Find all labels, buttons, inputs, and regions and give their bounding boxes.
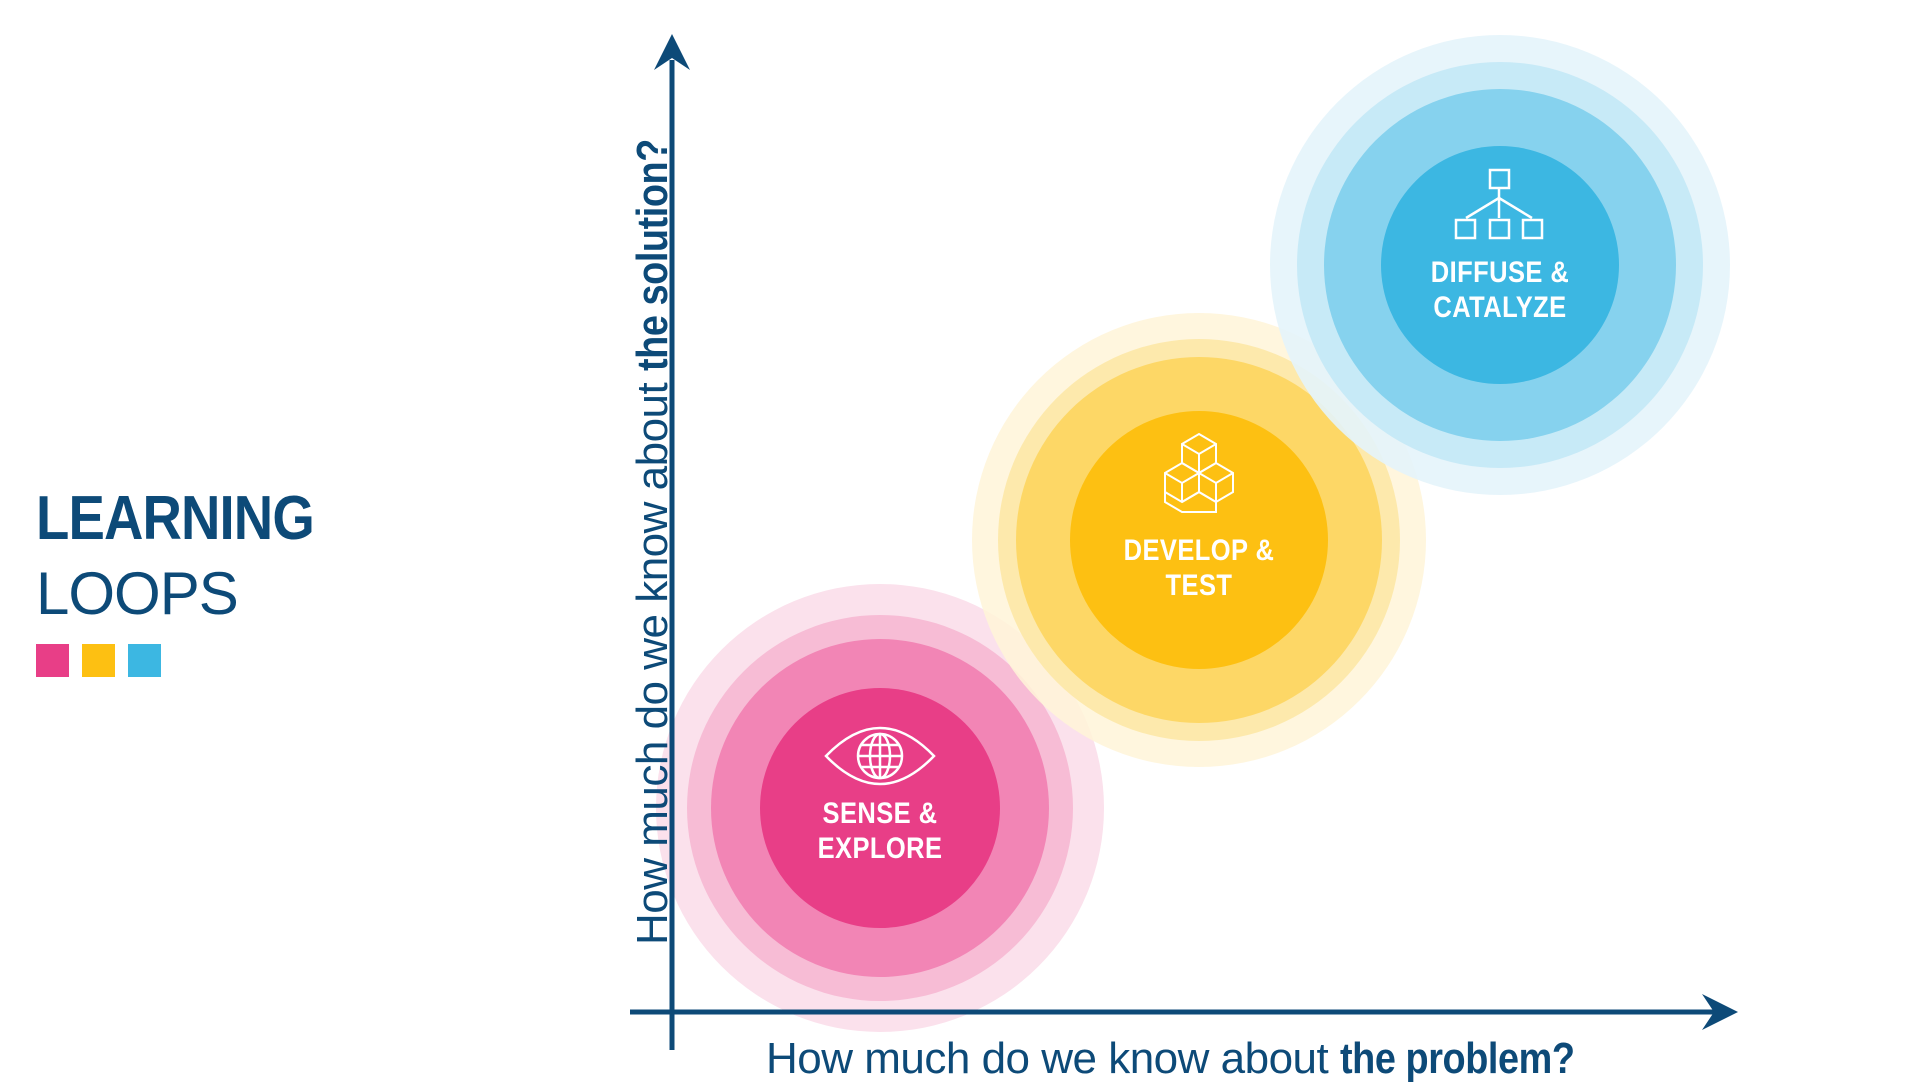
axes bbox=[630, 60, 1720, 1050]
stage-label-sense-explore: SENSE & EXPLORE bbox=[787, 796, 974, 866]
stage-label-line2: TEST bbox=[1165, 569, 1233, 602]
page-title: LEARNING LOOPS bbox=[36, 488, 352, 624]
cubes-icon bbox=[1164, 432, 1234, 513]
swatch-blue bbox=[128, 644, 161, 677]
stage-circle-develop-test bbox=[972, 313, 1426, 767]
swatch-yellow bbox=[82, 644, 115, 677]
y-axis-label-bold: the solution? bbox=[628, 139, 677, 372]
color-swatches bbox=[36, 644, 161, 677]
title-line-loops: LOOPS bbox=[36, 560, 239, 627]
stage-label-line2: EXPLORE bbox=[817, 832, 943, 865]
swatch-pink bbox=[36, 644, 69, 677]
y-axis-label-regular: How much do we know about bbox=[628, 382, 677, 945]
stage-label-diffuse-catalyze: DIFFUSE & CATALYZE bbox=[1407, 255, 1594, 325]
stage-circle-diffuse-catalyze bbox=[1270, 35, 1730, 495]
x-axis-label-bold: the problem? bbox=[1339, 1034, 1575, 1083]
stage-label-line1: DEVELOP & bbox=[1123, 534, 1275, 567]
x-axis-label: How much do we know about the problem? bbox=[766, 1034, 1613, 1084]
stage-label-line2: CATALYZE bbox=[1433, 291, 1567, 324]
y-axis-arrowhead bbox=[654, 34, 690, 70]
stage-label-develop-test: DEVELOP & TEST bbox=[1106, 533, 1293, 603]
x-axis-label-regular: How much do we know about bbox=[766, 1034, 1329, 1083]
title-line-learning: LEARNING bbox=[36, 484, 315, 553]
y-axis-label: How much do we know about the solution? bbox=[628, 101, 678, 945]
hierarchy-icon bbox=[1454, 168, 1544, 240]
stage-label-line1: DIFFUSE & bbox=[1430, 256, 1570, 289]
stage-label-line1: SENSE & bbox=[822, 797, 938, 830]
x-axis-arrowhead bbox=[1702, 994, 1738, 1030]
eye-globe-icon bbox=[824, 726, 936, 786]
stage-circle-sense-explore bbox=[656, 584, 1104, 1032]
